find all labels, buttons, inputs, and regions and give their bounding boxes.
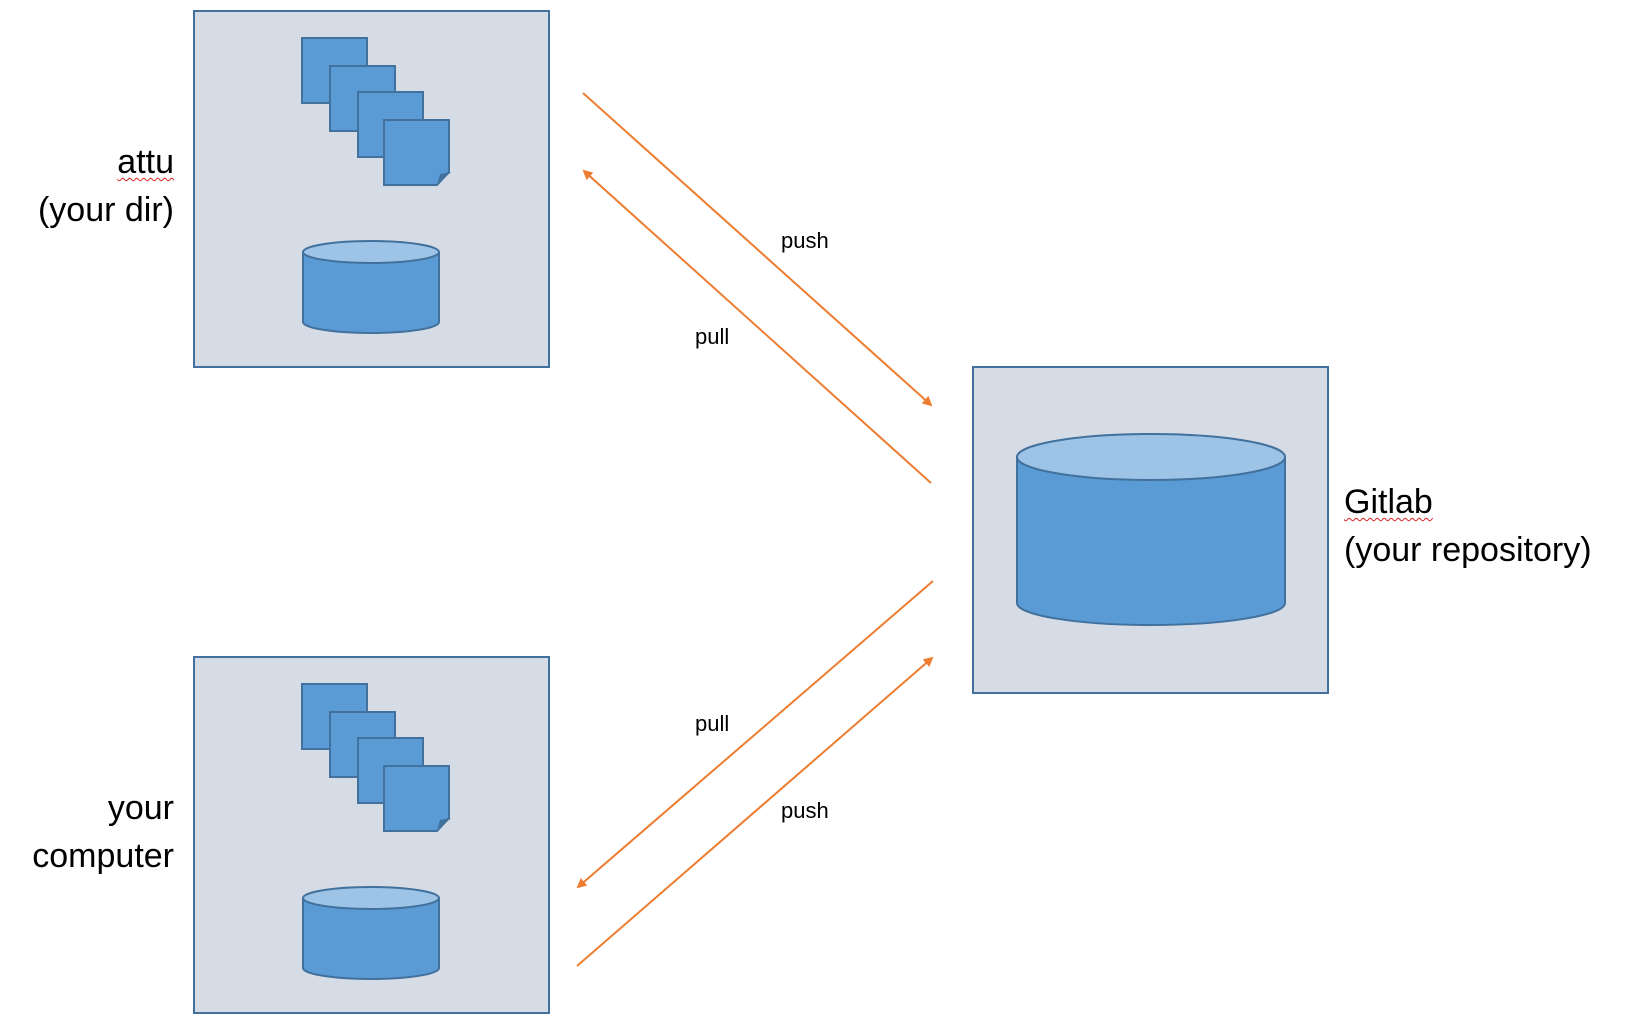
database-icon xyxy=(302,240,440,334)
pull-label-top: pull xyxy=(695,324,730,349)
files-icon xyxy=(301,37,451,186)
attu-node xyxy=(193,10,550,368)
push-label-bottom: push xyxy=(781,798,829,823)
push-arrow-attu-to-gitlab xyxy=(582,92,933,407)
database-icon xyxy=(302,886,440,980)
push-label-top: push xyxy=(781,228,829,253)
gitlab-label-line1: Gitlab xyxy=(1344,483,1433,521)
gitlab-label: Gitlab (your repository) xyxy=(1344,478,1592,574)
pull-arrow-gitlab-to-computer xyxy=(576,580,934,889)
attu-label: attu (your dir) xyxy=(38,138,174,234)
computer-label: your computer xyxy=(32,784,174,880)
computer-label-line1: your xyxy=(107,789,174,827)
computer-label-line2: computer xyxy=(32,837,174,875)
database-icon xyxy=(1016,433,1286,626)
gitlab-label-line2: (your repository) xyxy=(1344,531,1592,569)
attu-label-line2: (your dir) xyxy=(37,191,174,229)
pull-label-bottom: pull xyxy=(695,711,730,736)
push-arrow-computer-to-gitlab xyxy=(576,656,934,967)
computer-node xyxy=(193,656,550,1014)
pull-arrow-gitlab-to-attu xyxy=(582,169,932,484)
gitlab-node xyxy=(972,366,1329,694)
attu-label-line1: attu xyxy=(117,143,174,181)
files-icon xyxy=(301,683,451,832)
